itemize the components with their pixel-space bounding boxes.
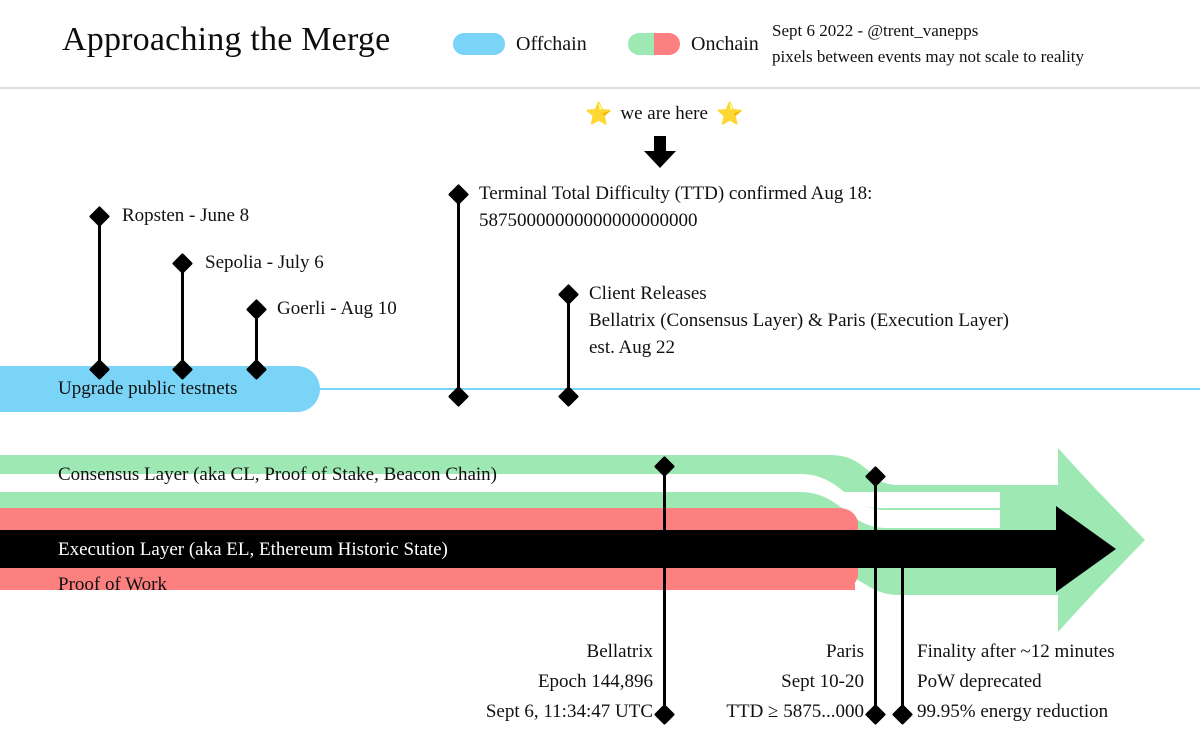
we-are-here-label: we are here	[620, 103, 708, 124]
event-line-3: 99.95% energy reduction	[917, 701, 1109, 722]
header-divider	[0, 87, 1200, 89]
event-line-3: Sept 6, 11:34:47 UTC	[485, 701, 653, 722]
legend-item-onchain: Onchain	[628, 33, 759, 55]
execution-black-arrow	[0, 506, 1116, 592]
credit-line-2: pixels between events may not scale to r…	[772, 47, 1085, 66]
event-stem	[457, 194, 460, 396]
event-line-1: Client Releases	[589, 283, 707, 304]
separator-white	[0, 492, 1000, 508]
event-line-3: est. Aug 22	[589, 337, 676, 358]
offchain-lane-pill	[0, 366, 320, 412]
event-line-3: TTD ≥ 5875...000	[726, 701, 864, 722]
header: Approaching the Merge Offchain Onchain S…	[0, 0, 1200, 89]
credit-line-1: Sept 6 2022 - @trent_vanepps	[772, 21, 979, 40]
event-stem	[901, 556, 904, 714]
event-line-1: Bellatrix	[586, 641, 653, 662]
star-icon-left: ⭐	[585, 101, 613, 126]
event-line-2: Epoch 144,896	[537, 671, 653, 692]
event-stem	[663, 466, 666, 714]
legend-label-onchain: Onchain	[691, 33, 759, 55]
event-line-1: Terminal Total Difficulty (TTD) confirme…	[479, 183, 873, 204]
event-label: Goerli - Aug 10	[277, 298, 397, 319]
legend-item-offchain: Offchain	[453, 33, 587, 55]
credit-block: Sept 6 2022 - @trent_vanepps pixels betw…	[772, 18, 1084, 70]
proof-of-work-label: Proof of Work	[58, 574, 167, 595]
event-line-2: 58750000000000000000000	[479, 210, 698, 231]
event-stem	[181, 263, 184, 369]
offchain-swatch-icon	[453, 33, 505, 55]
event-line-2: Bellatrix (Consensus Layer) & Paris (Exe…	[589, 310, 1009, 331]
consensus-merge-arrow	[0, 448, 1142, 632]
event-marker	[447, 183, 470, 206]
page-title: Approaching the Merge	[62, 21, 391, 58]
event-marker	[557, 283, 580, 306]
we-are-here-marker: ⭐ we are here ⭐	[585, 101, 743, 127]
down-arrow-icon	[644, 136, 676, 168]
event-stem	[874, 476, 877, 714]
execution-layer-label: Execution Layer (aka EL, Ethereum Histor…	[58, 539, 448, 560]
event-marker-top	[245, 298, 268, 321]
event-marker-top	[88, 205, 111, 228]
event-stem	[255, 309, 258, 369]
event-line-1: Finality after ~12 minutes	[917, 641, 1115, 662]
offchain-timeline-line	[300, 388, 1200, 390]
star-icon-right: ⭐	[715, 101, 744, 126]
legend-label-offchain: Offchain	[516, 33, 587, 55]
offchain-lane-label: Upgrade public testnets	[58, 378, 238, 399]
consensus-layer-label: Consensus Layer (aka CL, Proof of Stake,…	[58, 464, 498, 485]
event-line-2: PoW deprecated	[917, 671, 1042, 692]
event-stem	[98, 216, 101, 369]
event-line-1: Paris	[826, 641, 864, 662]
event-marker-bottom	[864, 703, 887, 726]
event-line-2: Sept 10-20	[781, 671, 864, 692]
event-marker-top	[171, 252, 194, 275]
lane-gap-carve	[0, 474, 1000, 528]
event-marker-bottom	[891, 703, 914, 726]
event-stem	[567, 294, 570, 396]
onchain-swatch-icon	[628, 33, 680, 55]
event-label: Ropsten - June 8	[122, 205, 250, 226]
event-label: Sepolia - July 6	[205, 252, 324, 273]
